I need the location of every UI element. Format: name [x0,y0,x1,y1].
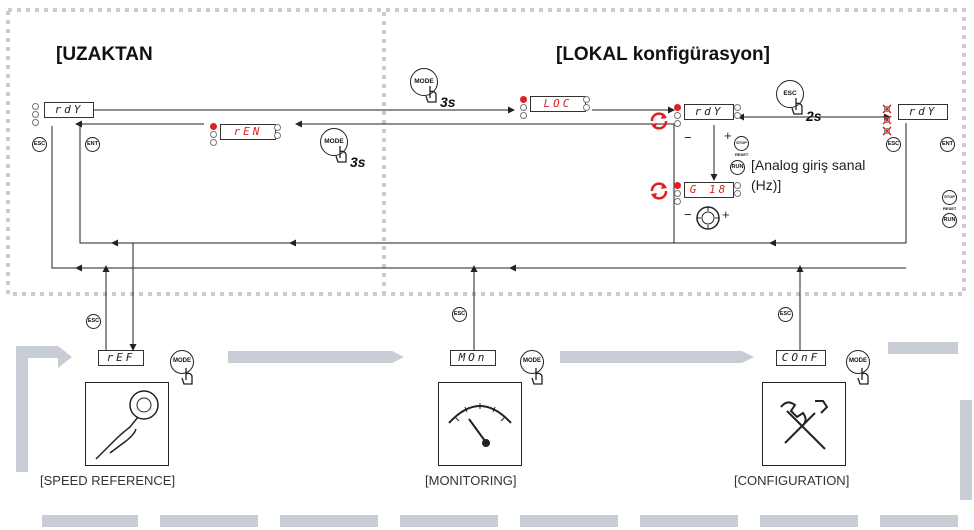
monitoring-panel [438,382,522,466]
mode-hold-time: 3s [440,94,456,110]
display-loc: LOC [530,96,586,112]
display-conf: COnF [776,350,826,366]
mode-button-monitoring[interactable]: MODE [520,350,544,374]
esc-button-configuration[interactable]: ESC [778,307,793,322]
display-local-rdy-2: rdY [898,104,948,120]
display-ref-local: G 18 [684,182,734,198]
led-indicator-ref [674,182,681,206]
hand-press-icon [531,368,543,385]
hand-press-icon [857,368,869,385]
wheel-plus-sign: + [722,207,730,222]
led-off-icon [882,104,892,136]
led-indicator-ref-right [734,182,741,198]
wrench-screwdriver-icon [780,400,829,450]
mode-button-speed[interactable]: MODE [170,350,194,374]
led-indicator-local [674,104,681,128]
run-button[interactable]: RUN [730,160,745,175]
esc-button-speed[interactable]: ESC [86,314,101,329]
stop-reset-button[interactable]: STOP RESET [734,136,749,157]
hand-press-icon [425,86,437,103]
remote-heading: [UZAKTAN [56,44,153,65]
plus-sign: + [724,128,732,143]
stop-reset-button-2[interactable]: STOP RESET [942,190,957,211]
mode-button-configuration[interactable]: MODE [846,350,870,374]
hand-press-icon [791,98,803,115]
local-config-heading: [LOKAL konfigürasyon] [556,44,770,65]
display-local-rdy: rdY [684,104,734,120]
gauge-icon [448,403,512,447]
display-ren: rEN [220,124,276,140]
led-indicator-loc-right [583,96,590,112]
display-ref: rEF [98,350,144,366]
speed-reference-panel [85,382,169,466]
analog-input-label: [Analog giriş sanal [751,157,866,173]
esc-button-2[interactable]: ESC [886,137,901,152]
hand-press-icon [181,368,193,385]
led-indicator-ren-right [274,124,281,140]
minus-sign: − [684,130,692,145]
led-indicator-loc [520,96,527,120]
caption-speed-reference: [SPEED REFERENCE] [40,473,176,488]
display-remote-rdy: rdY [44,102,94,118]
run-button-2[interactable]: RUN [942,213,957,228]
hand-dial-icon [95,390,159,460]
led-indicator-ren [210,123,217,147]
caption-monitoring: [MONITORING] [425,473,517,488]
esc-button[interactable]: ESC [32,137,47,152]
mode-hold-time-back: 3s [350,154,366,170]
caption-configuration: [CONFIGURATION] [734,473,850,488]
led-indicator [32,103,39,127]
ent-button-2[interactable]: ENT [940,137,955,152]
rotate-arrows-icon [650,112,668,130]
analog-input-unit: (Hz)] [751,177,782,193]
display-mon: MOn [450,350,496,366]
configuration-panel [762,382,846,466]
esc-button-monitoring[interactable]: ESC [452,307,467,322]
esc-hold-time: 2s [806,108,822,124]
led-indicator-local-right [734,104,741,120]
wheel-minus-sign: − [684,207,692,222]
mode-button[interactable]: MODE [410,68,438,96]
rotate-arrows-icon [650,182,668,200]
ent-button[interactable]: ENT [85,137,100,152]
jog-dial-icon[interactable] [694,204,722,232]
hand-press-icon [335,146,347,163]
